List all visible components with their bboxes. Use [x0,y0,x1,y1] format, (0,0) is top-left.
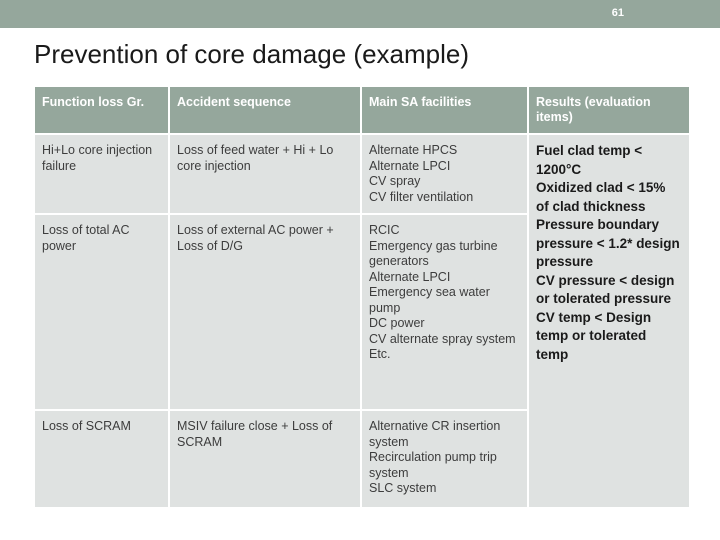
cell-accident-sequence: MSIV failure close + Loss of SCRAM [170,411,360,507]
list-item: Oxidized clad < 15% of clad thickness [536,180,666,214]
column-header-function-loss: Function loss Gr. [35,87,168,133]
list-item: Etc. [369,347,391,361]
list-item: CV alternate spray system [369,331,516,346]
list-item: Recirculation pump trip system [369,450,497,480]
list-item: DC power [369,316,425,330]
list-item: Fuel clad temp < 1200°C [536,143,643,177]
core-damage-prevention-table: Function loss Gr. Accident sequence Main… [33,85,691,509]
cell-function-loss: Loss of SCRAM [35,411,168,507]
table-header-row: Function loss Gr. Accident sequence Main… [35,87,689,133]
column-header-main-sa-facilities: Main SA facilities [362,87,527,133]
list-item: CV pressure < design or tolerated pressu… [536,272,675,307]
table-row: Loss of total AC power Loss of external … [35,215,689,409]
list-item: Emergency gas turbine generators [369,238,498,269]
column-header-accident-sequence: Accident sequence [170,87,360,133]
column-header-results: Results (evaluation items) [529,87,689,133]
list-item: Alternate HPCS [369,143,458,157]
list-item: Alternative CR insertion system [369,419,501,449]
table-row: Hi+Lo core injection failure Loss of fee… [35,135,689,507]
cell-function-loss: Hi+Lo core injection failure [35,135,168,213]
cell-function-loss: Loss of total AC power [35,215,168,409]
list-item: Alternate LPCI [369,158,451,173]
page-title: Prevention of core damage (example) [34,39,470,69]
list-item: Pressure boundary pressure < 1.2* design… [536,217,680,269]
cell-accident-sequence: Loss of feed water + Hi + Lo core inject… [170,135,360,213]
list-item: CV filter ventilation [369,189,474,204]
list-item: CV spray [369,174,421,188]
list-item: SLC system [369,481,437,495]
table-row: Loss of SCRAM MSIV failure close + Loss … [35,411,689,507]
list-item: Emergency sea water pump [369,285,490,315]
list-item: CV temp < Design temp or tolerated temp [536,309,652,362]
page-number: 61 [611,7,624,19]
list-item: RCIC [369,223,400,237]
slide-accent-bar: 61 [0,0,720,28]
list-item: Alternate LPCI [369,269,451,284]
cell-accident-sequence: Loss of external AC power + Loss of D/G [170,215,360,409]
